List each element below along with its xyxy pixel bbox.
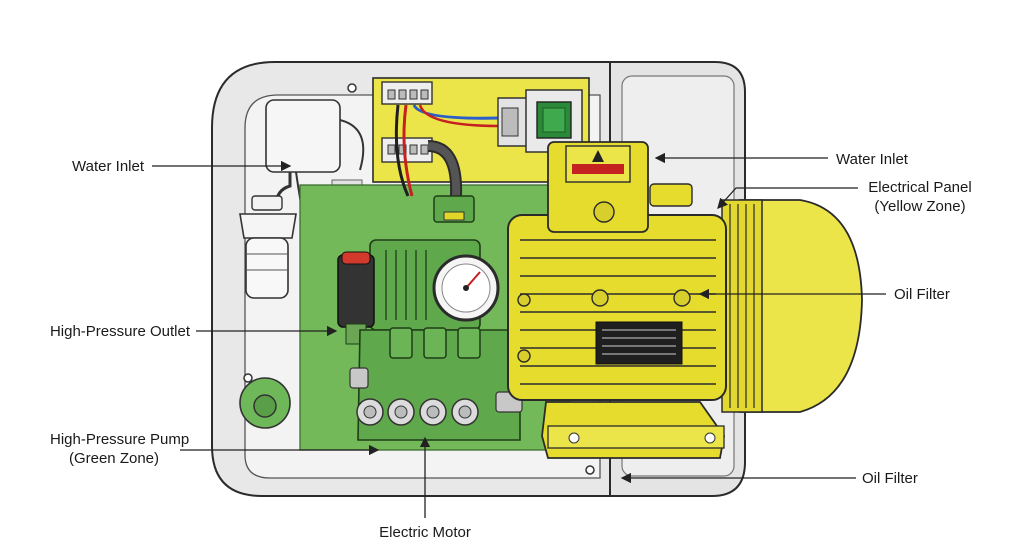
screw-icon <box>347 83 357 93</box>
screw-icon <box>243 373 253 383</box>
label-high-pressure-pump: High-Pressure Pump (Green Zone) <box>50 430 190 468</box>
label-electrical-panel-line1: Electrical Panel <box>868 179 972 196</box>
screw-icon <box>585 465 595 475</box>
label-water-inlet-left: Water Inlet <box>72 158 144 175</box>
label-oil-filter-upper: Oil Filter <box>894 286 950 303</box>
label-oil-filter-lower: Oil Filter <box>862 470 918 487</box>
label-electrical-panel: Electrical Panel (Yellow Zone) <box>858 178 982 216</box>
electrical-panel <box>372 77 590 197</box>
high-pressure-pump <box>337 195 523 441</box>
label-electric-motor: Electric Motor <box>379 524 471 541</box>
label-high-pressure-pump-line2: (Green Zone) <box>68 450 160 467</box>
label-water-inlet-right: Water Inlet <box>836 151 908 168</box>
label-high-pressure-pump-line1: High-Pressure Pump <box>50 431 190 448</box>
label-high-pressure-outlet: High-Pressure Outlet <box>49 323 190 340</box>
warning-icon <box>592 150 604 162</box>
label-electrical-panel-line2: (Yellow Zone) <box>874 198 966 215</box>
electric-motor <box>507 141 863 459</box>
motor-nameplate <box>595 321 683 365</box>
leader-lines <box>152 152 886 518</box>
water-inlet-assembly <box>239 99 365 429</box>
